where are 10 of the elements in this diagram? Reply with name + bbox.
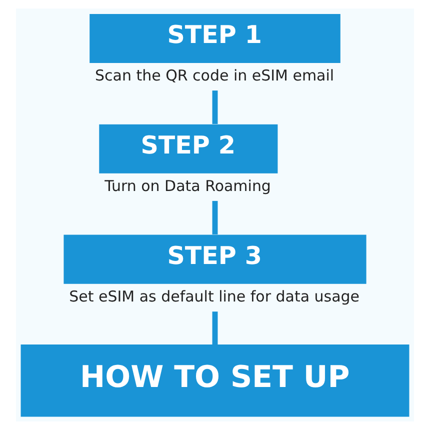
connector [212, 90, 218, 124]
node-box: STEP 1 [90, 14, 340, 64]
node-label: Scan the QR code in eSIM email [95, 66, 334, 84]
node-box: HOW TO SET UP [20, 344, 410, 417]
connector [212, 312, 218, 345]
connector [212, 200, 218, 234]
node-box: STEP 2 [99, 124, 278, 174]
node-label: Set eSIM as default line for data usage [69, 287, 360, 306]
node-label: Turn on Data Roaming [104, 176, 271, 195]
node-box: STEP 3 [64, 234, 366, 284]
